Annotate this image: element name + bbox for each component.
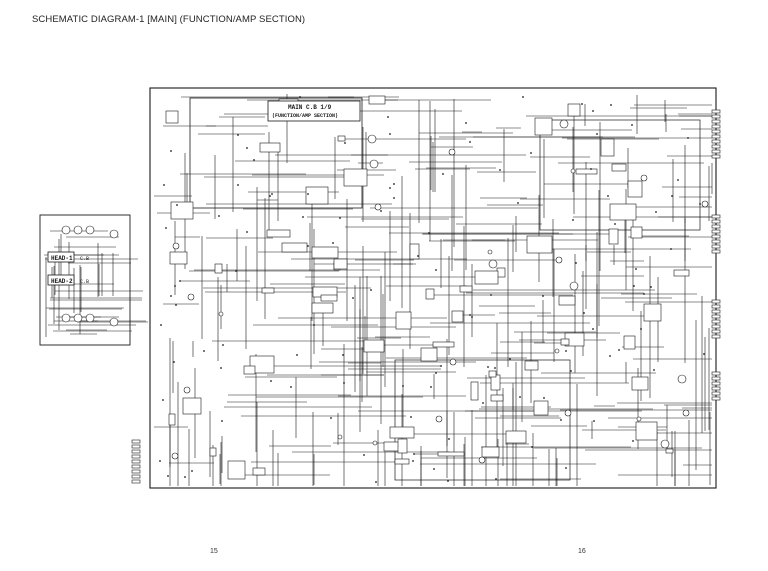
page-number-right: 16 — [578, 548, 586, 555]
head-2-label: HEAD-2 — [51, 278, 73, 285]
head-2-block: HEAD-2 C.B — [47, 274, 89, 286]
head-1-block: HEAD-1 C.B — [47, 251, 89, 263]
schematic-components — [61, 95, 721, 484]
page-number-left: 15 — [210, 548, 218, 555]
schematic-junctions — [159, 96, 705, 483]
board-title-block: MAIN C.B 1/9 (FUNCTION/AMP SECTION) — [267, 100, 361, 122]
board-title-line2: (FUNCTION/AMP SECTION) — [272, 113, 338, 119]
schematic-wires — [44, 94, 713, 486]
board-title-line1: MAIN C.B 1/9 — [288, 104, 332, 111]
page-header: SCHEMATIC DIAGRAM-1 [MAIN] (FUNCTION/AMP… — [32, 14, 306, 25]
schematic-frames — [39, 87, 717, 489]
head-1-label: HEAD-1 — [51, 255, 73, 262]
head-2-board: C.B — [80, 279, 89, 285]
head-1-board: C.B — [80, 256, 89, 262]
